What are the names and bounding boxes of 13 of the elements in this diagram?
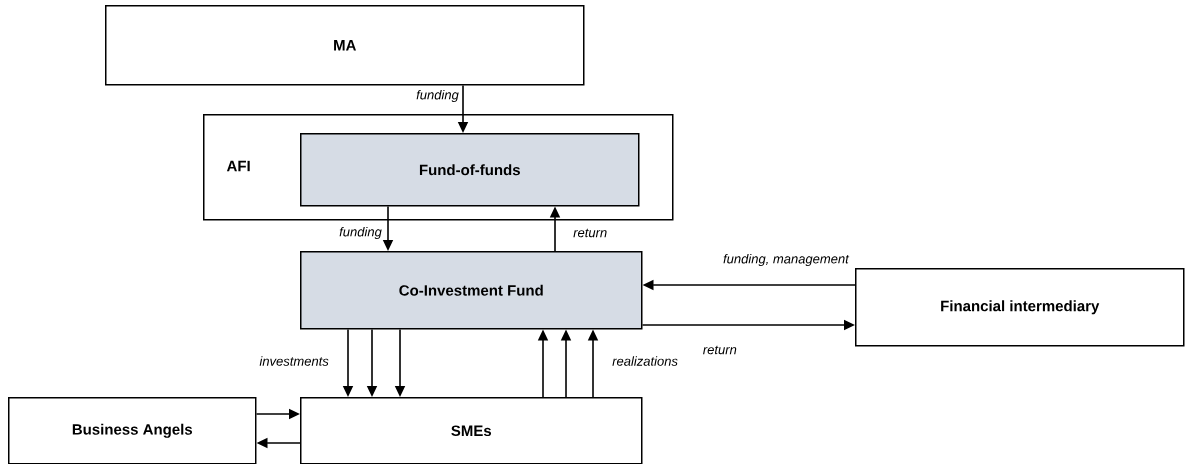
edge-label: return (703, 345, 737, 355)
edge-label: return (573, 228, 607, 238)
edge-label: realizations (612, 356, 678, 366)
box: Business Angels (8, 397, 257, 464)
box: Financial intermediary (855, 268, 1185, 347)
edge-label: funding (339, 226, 382, 240)
box: MA (105, 5, 585, 86)
edge-label: investments (259, 356, 329, 366)
edge-label: funding (416, 89, 459, 103)
edge-label: funding, management (723, 253, 850, 267)
box: SMEs (300, 397, 643, 464)
shaded-box: Co-Investment Fund (300, 251, 643, 330)
shaded-box: Fund-of-funds (300, 133, 640, 207)
